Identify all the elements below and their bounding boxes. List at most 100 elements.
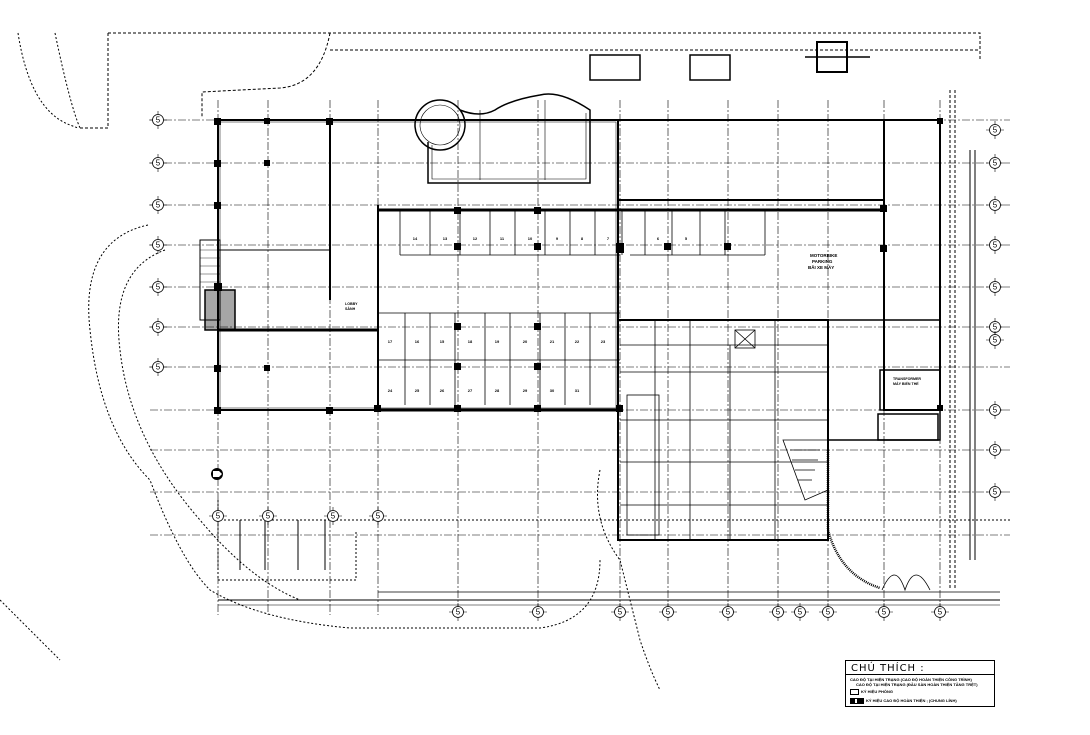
stair-west (199, 239, 221, 321)
parking-bay-number: 13 (443, 236, 448, 241)
svg-text:5: 5 (536, 608, 541, 617)
room-label-lobby-1: LOBBY (345, 302, 358, 306)
room-label-lobby-2: SẢNH (345, 306, 356, 311)
svg-text:5: 5 (826, 608, 831, 617)
building-outline-main (217, 119, 619, 411)
site-road-curve-left (17, 32, 79, 129)
grid-bubble-icon: 5 (149, 318, 167, 336)
parking-bay-number: 12 (473, 236, 478, 241)
grid-bubble-icon: 5 (259, 507, 277, 525)
parking-bay-number: 14 (413, 236, 418, 241)
parking-bay-number: 25 (415, 388, 420, 393)
grid-bubble-icon: 5 (875, 603, 893, 621)
svg-text:5: 5 (156, 201, 161, 210)
grid-bubble-icon: 5 (791, 603, 809, 621)
parking-bay-number: 26 (440, 388, 445, 393)
level-tag-symbol-icon (850, 698, 864, 704)
parking-bay-number: 8 (581, 236, 584, 241)
parking-bay-number: 28 (495, 388, 500, 393)
grid-bubble-icon: 5 (529, 603, 547, 621)
road-curve-west (88, 224, 601, 629)
svg-text:5: 5 (993, 241, 998, 250)
room-label-motorbike-parking-1: MOTORBIKE (810, 253, 837, 258)
room-label-transformer-1: TRANSFORMER (893, 377, 921, 381)
svg-text:5: 5 (993, 126, 998, 135)
legend-box: CHÚ THÍCH : CAO ĐỘ TẠI HIỆN TRẠNG (CAO Đ… (845, 660, 995, 707)
grid-bubble-icon: 5 (986, 441, 1004, 459)
svg-text:5: 5 (156, 116, 161, 125)
water-tank (589, 54, 641, 81)
grid-bubble-icon: 5 (931, 603, 949, 621)
svg-text:5: 5 (993, 201, 998, 210)
site-boundary (108, 32, 981, 60)
curved-wall-entry (826, 450, 881, 590)
svg-text:5: 5 (618, 608, 623, 617)
parking-bay-number: 9 (556, 236, 559, 241)
legend-item: CAO ĐỘ TẠI HIỆN TRẠNG (CAO ĐỘ HOÀN THIỆN… (850, 677, 972, 682)
svg-text:5: 5 (993, 159, 998, 168)
svg-text:5: 5 (993, 488, 998, 497)
service-core (620, 320, 828, 540)
transformer-room (879, 369, 941, 411)
svg-text:5: 5 (993, 446, 998, 455)
grid-bubble-icon: 5 (659, 603, 677, 621)
room-tag-symbol-icon (850, 689, 859, 695)
legend-item: CAO ĐỘ TẠI HIỆN TRẠNG (ĐẦU SÀN HOÀN THIỆ… (856, 682, 978, 687)
svg-text:5: 5 (798, 608, 803, 617)
grid-bubble-icon: 5 (986, 483, 1004, 501)
svg-text:5: 5 (156, 159, 161, 168)
parking-bay-number: 24 (388, 388, 393, 393)
grid-bubble-icon: 5 (209, 507, 227, 525)
grid-bubble-icon: 5 (986, 236, 1004, 254)
ramp-stairs (782, 439, 829, 501)
legend-divider (846, 674, 994, 675)
parking-bay-number: 7 (607, 236, 610, 241)
svg-text:5: 5 (456, 608, 461, 617)
grid-bubble-icon: 5 (986, 196, 1004, 214)
room-label-motorbike-parking-2: PARKING (812, 259, 833, 264)
parking-bay-number: 23 (601, 339, 606, 344)
svg-text:5: 5 (993, 336, 998, 345)
grid-bubble-icon: 5 (986, 331, 1004, 349)
parking-bay-number: 20 (523, 339, 528, 344)
parking-bay-number: 15 (440, 339, 445, 344)
legend-title: CHÚ THÍCH : (851, 663, 925, 674)
grid-bubble-icon: 5 (369, 507, 387, 525)
north-arrow-icon (211, 468, 223, 480)
grid-bubble-icon: 5 (819, 603, 837, 621)
parking-bay-number: 17 (388, 339, 393, 344)
svg-text:5: 5 (993, 406, 998, 415)
swimming-pool (414, 93, 591, 184)
svg-text:5: 5 (376, 512, 381, 521)
svg-text:5: 5 (666, 608, 671, 617)
svg-text:5: 5 (216, 512, 221, 521)
svg-text:5: 5 (938, 608, 943, 617)
parking-bay-number: 22 (575, 339, 580, 344)
grid-bubble-icon: 5 (986, 278, 1004, 296)
grid-bubble-icon: 5 (149, 236, 167, 254)
structural-columns (214, 118, 943, 414)
svg-text:5: 5 (882, 608, 887, 617)
svg-text:5: 5 (156, 363, 161, 372)
grid-bubble-icon: 5 (149, 154, 167, 172)
legend-item: KÝ HIỆU CAO ĐỘ HOÀN THIỆN ; (CHUNG LÍNH) (850, 698, 957, 704)
grid-bubble-icon: 5 (449, 603, 467, 621)
svg-text:5: 5 (726, 608, 731, 617)
grid-bubble-icon: 5 (719, 603, 737, 621)
parking-bay-number: 19 (495, 339, 500, 344)
svg-text:5: 5 (266, 512, 271, 521)
grid-bubble-icon: 5 (149, 196, 167, 214)
parking-bay-number: 10 (528, 236, 533, 241)
svg-text:5: 5 (776, 608, 781, 617)
parking-bay-number: 21 (550, 339, 555, 344)
grid-bubble-icon: 5 (149, 111, 167, 129)
parking-bay-number: 30 (550, 388, 555, 393)
grid-bubble-icon: 5 (769, 603, 787, 621)
parking-bay-number: 27 (468, 388, 473, 393)
svg-text:5: 5 (331, 512, 336, 521)
svg-text:5: 5 (156, 241, 161, 250)
grid-bubble-icon: 5 (986, 401, 1004, 419)
